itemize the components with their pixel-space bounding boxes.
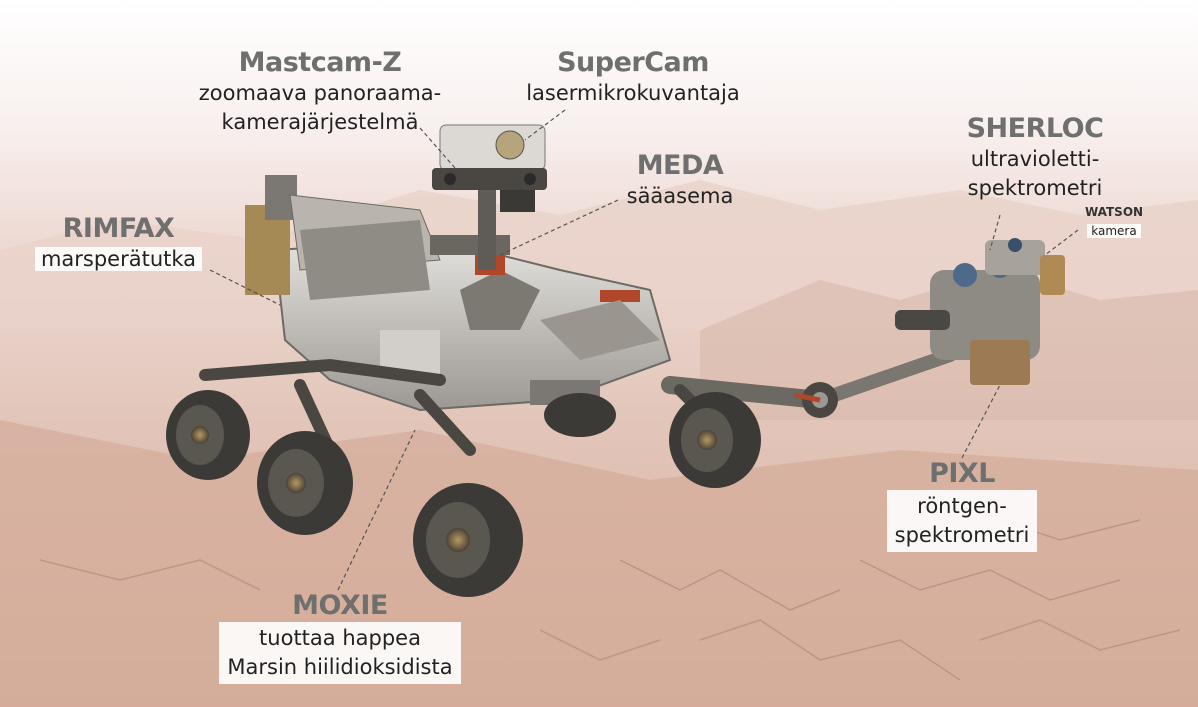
wheel-front-right (669, 392, 761, 488)
rimfax-title: RIMFAX (62, 213, 175, 244)
pixl-desc-line2: spektrometri (894, 523, 1030, 547)
robotic-arm (661, 348, 957, 418)
rimfax-desc: marsperätutka (34, 247, 203, 271)
mastcam-desc-line2: kamerajärjestelmä (221, 110, 419, 134)
wheel-middle-right (544, 393, 616, 437)
leader-line-rimfax (209, 269, 281, 306)
moxie-desc-box: tuottaa happea Marsin hiilidioksidista (219, 622, 461, 684)
meda-desc: sääasema (626, 184, 734, 208)
label-rimfax: RIMFAX marsperätutka (16, 213, 221, 274)
leader-line-meda (499, 199, 619, 256)
mastcam-desc-line1: zoomaava panoraama- (198, 81, 442, 105)
moxie-desc-line1: tuottaa happea (259, 626, 421, 650)
wheel-rear-left (166, 390, 250, 480)
leader-line-moxie (337, 429, 416, 591)
label-watson: WATSON kamera (1074, 205, 1154, 240)
pixl-desc-box: röntgen- spektrometri (886, 490, 1038, 552)
mast (432, 124, 547, 270)
sherloc-title: SHERLOC (966, 113, 1104, 144)
arm-turret (895, 238, 1065, 385)
supercam-title: SuperCam (557, 47, 709, 78)
watson-title: WATSON (1084, 205, 1144, 219)
label-sherloc: SHERLOC ultravioletti- spektrometri (935, 113, 1135, 203)
meda-title: MEDA (636, 150, 724, 181)
label-supercam: SuperCam lasermikrokuvantaja (508, 47, 758, 108)
pixl-desc-line1: röntgen- (917, 494, 1007, 518)
leader-line-sherloc (989, 214, 1001, 251)
label-moxie: MOXIE tuottaa happea Marsin hiilidioksid… (190, 590, 490, 684)
wheel-front-left (413, 483, 523, 597)
label-mastcam: Mastcam-Z zoomaava panoraama- kamerajärj… (170, 47, 470, 137)
sherloc-desc-line1: ultravioletti- (970, 147, 1100, 171)
leader-line-supercam (524, 109, 566, 141)
moxie-title: MOXIE (292, 590, 388, 621)
moxie-desc-line2: Marsin hiilidioksidista (227, 655, 453, 679)
leader-line-mastcam (419, 127, 456, 169)
leader-lines (209, 109, 1079, 591)
wheel-middle-left (257, 431, 353, 535)
watson-desc: kamera (1087, 224, 1141, 238)
label-meda: MEDA sääasema (600, 150, 760, 211)
mastcam-title: Mastcam-Z (238, 47, 402, 78)
sherloc-desc-line2: spektrometri (967, 176, 1103, 200)
label-pixl: PIXL röntgen- spektrometri (872, 458, 1052, 552)
pixl-title: PIXL (929, 458, 995, 489)
supercam-desc: lasermikrokuvantaja (526, 81, 740, 105)
